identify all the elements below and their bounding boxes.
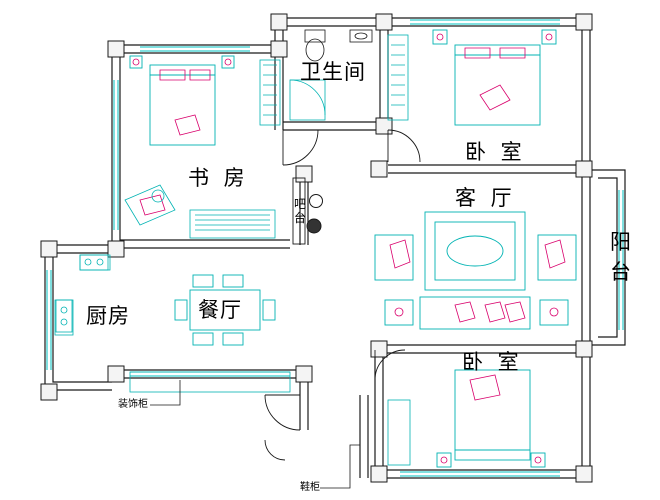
annotation-decor-cabinet: 装饰柜 — [118, 399, 148, 410]
room-label-dining: 餐厅 — [198, 298, 242, 322]
room-label-living-room: 客 厅 — [455, 186, 516, 210]
room-label-bathroom: 卫生间 — [300, 60, 366, 84]
room-label-balcony-1: 阳 — [610, 230, 635, 254]
room-label-balcony-2: 台 — [610, 260, 635, 284]
room-label-study: 书 房 — [188, 166, 249, 190]
bar-stool-empty — [309, 194, 323, 208]
bar-counter — [292, 177, 306, 245]
room-label-bedroom-north: 卧 室 — [465, 140, 526, 164]
bar-label-2: 台 — [294, 211, 307, 225]
bar-label-1: 吧 — [294, 197, 307, 211]
annotation-shoe-cabinet: 鞋柜 — [300, 482, 320, 493]
room-label-kitchen: 厨房 — [86, 304, 130, 328]
bar-stool-filled — [306, 218, 322, 234]
room-label-bedroom-south: 卧 室 — [462, 350, 523, 374]
